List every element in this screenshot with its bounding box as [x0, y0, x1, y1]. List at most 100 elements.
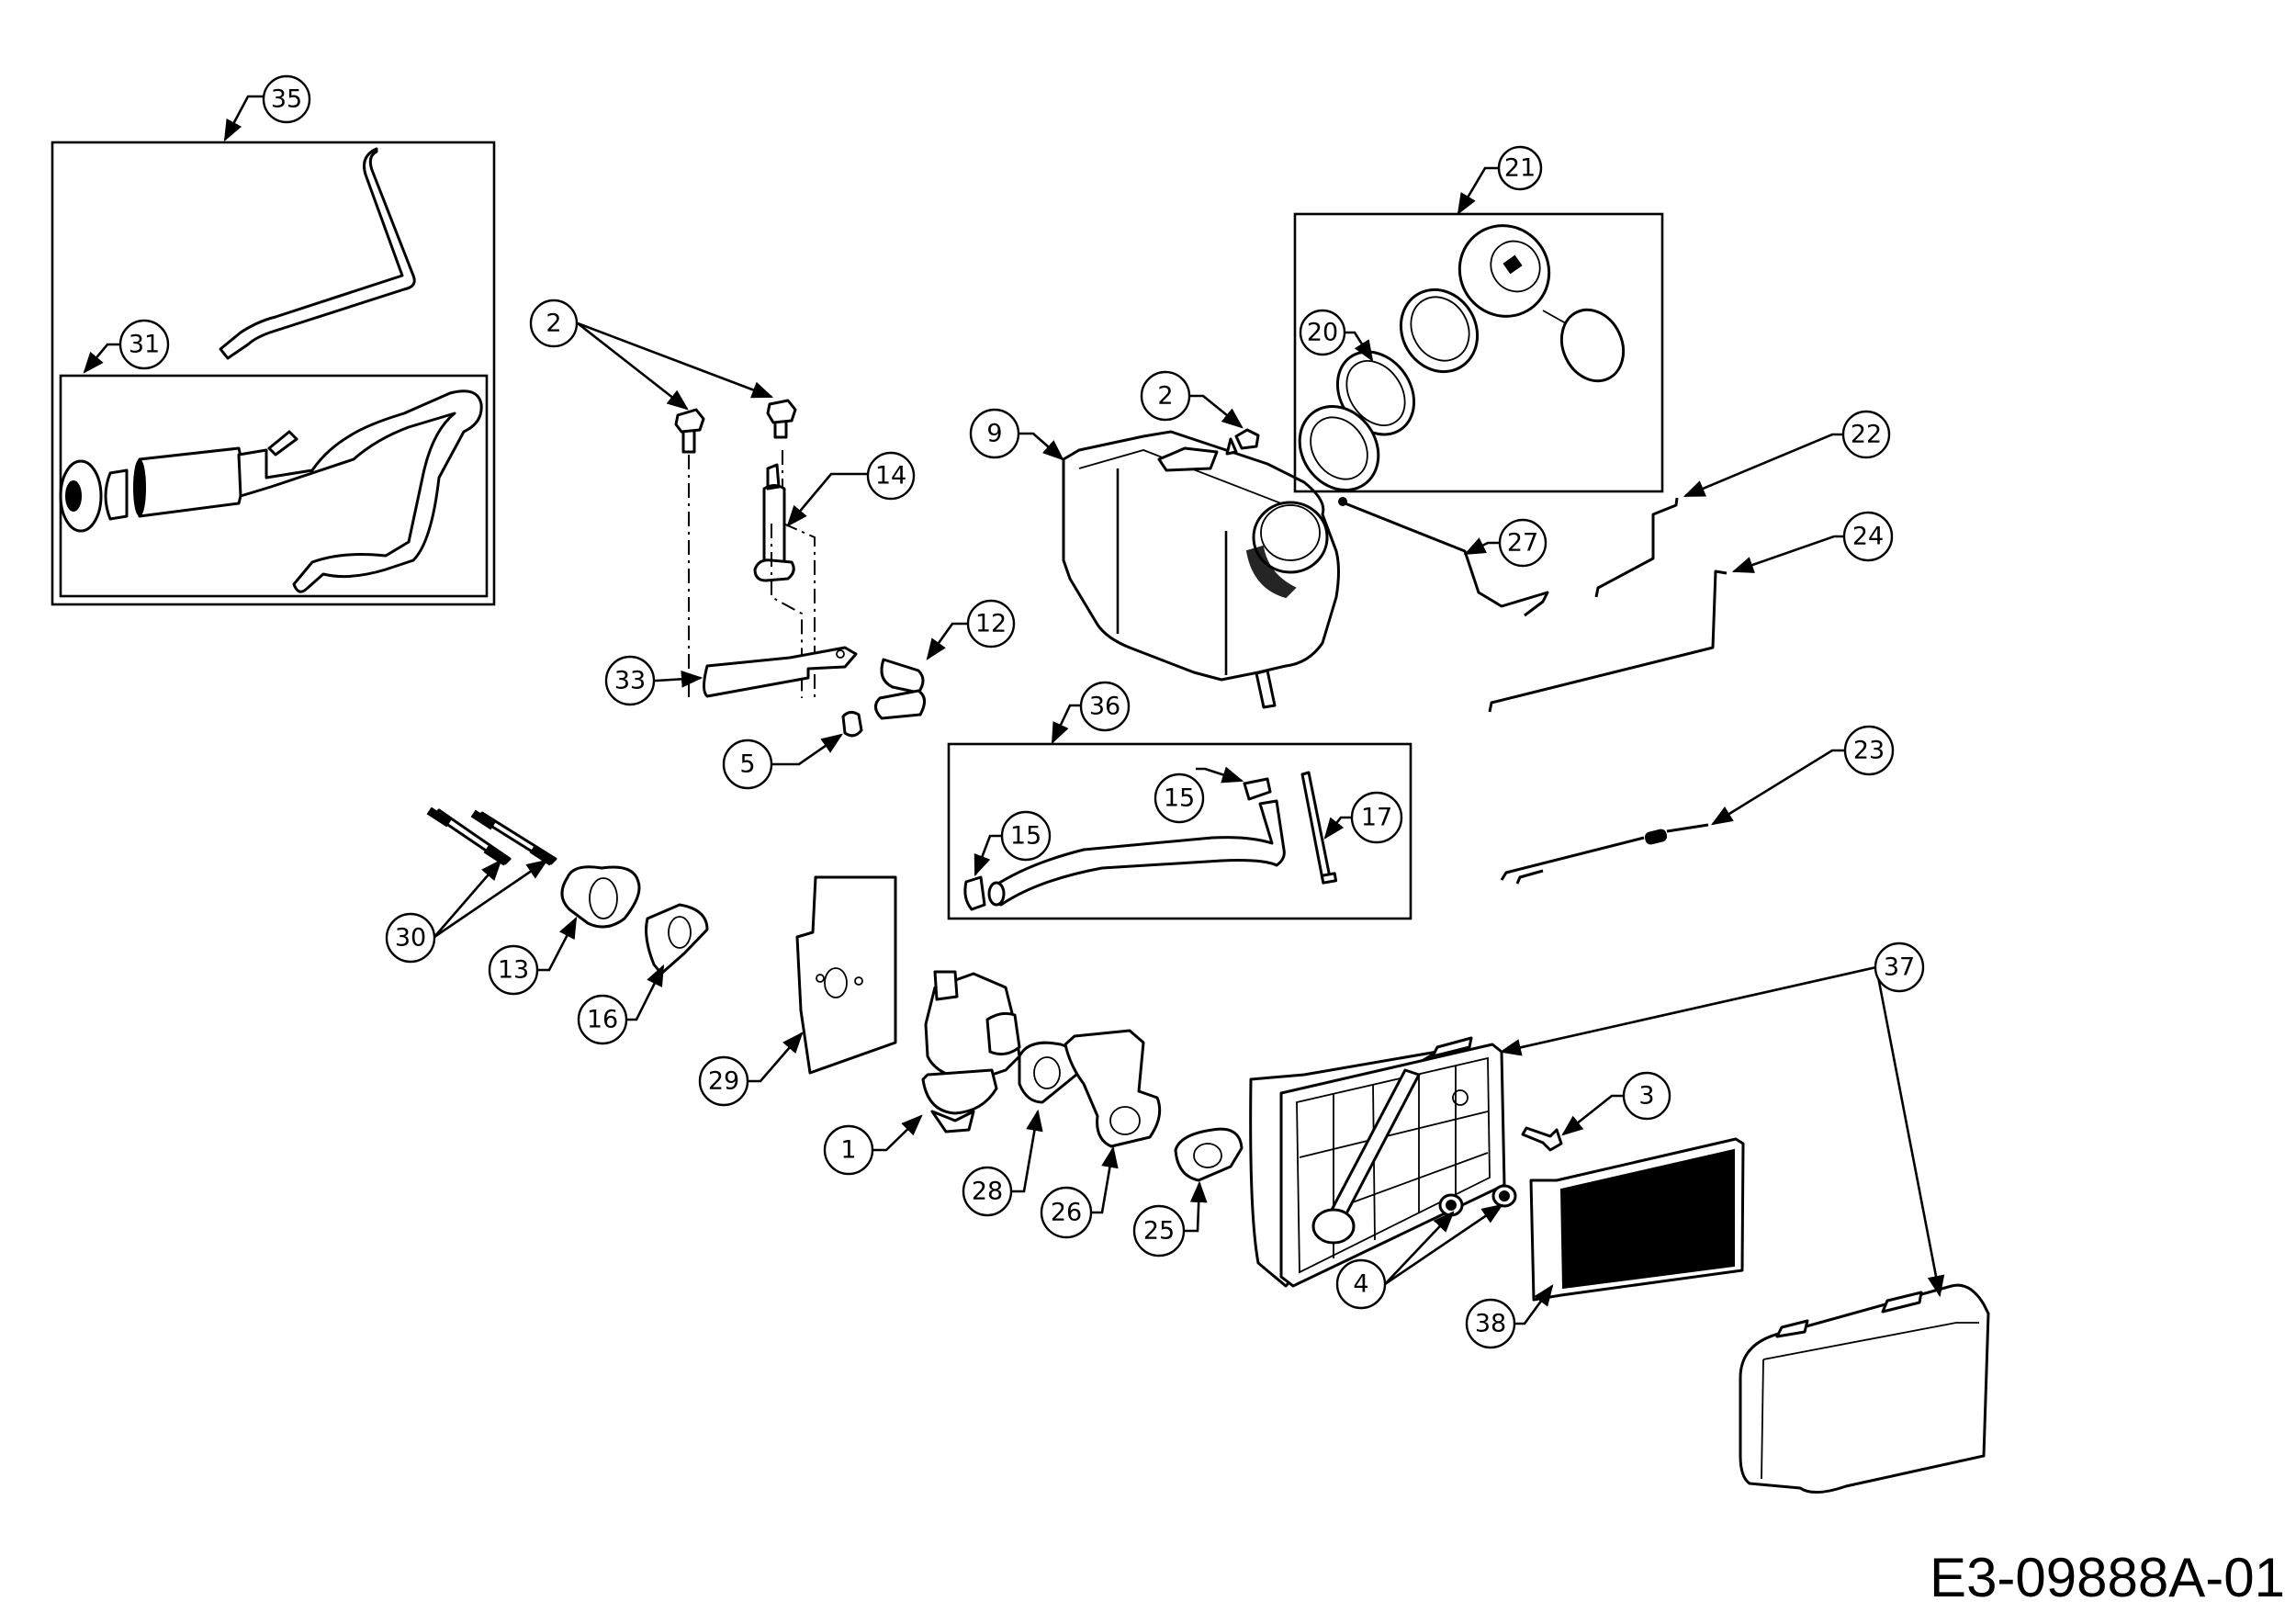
callout-26-label: 26 [1051, 1199, 1082, 1227]
callout-22-label: 22 [1851, 421, 1882, 449]
cap-tether [1559, 308, 1626, 383]
callout-24-label: 24 [1852, 523, 1884, 551]
callout-29-label: 29 [708, 1067, 739, 1096]
callout-3-label: 3 [1638, 1082, 1654, 1111]
callout-24[interactable]: 24 [1731, 511, 1894, 573]
pin-base [753, 558, 795, 582]
callout-1[interactable]: 1 [823, 1114, 923, 1176]
callout-36-label: 36 [1089, 693, 1120, 721]
callout-5[interactable]: 5 [722, 733, 843, 790]
callout-5-label: 5 [739, 750, 755, 779]
callout-35[interactable]: 35 [223, 74, 311, 142]
fuel-tank [1062, 428, 1340, 709]
bolt-3 [1521, 1126, 1563, 1152]
callout-35-label: 35 [271, 85, 302, 114]
callout-27-label: 27 [1507, 529, 1538, 558]
air-filter-cover [1739, 1283, 1990, 1494]
callout-12-label: 12 [975, 610, 1007, 638]
air-filter-assembly [1249, 1036, 1990, 1494]
hose-12 [841, 658, 926, 738]
kit-21-fuel-cap [1293, 212, 1664, 493]
callout-15a-label: 15 [1010, 822, 1041, 851]
callout-12[interactable]: 12 [926, 599, 1016, 660]
callout-14-label: 14 [875, 462, 906, 491]
callout-33-label: 33 [614, 667, 646, 695]
spacer-16 [645, 903, 709, 976]
callout-2-tank[interactable]: 2 [1140, 370, 1244, 429]
barb-fitting [267, 430, 298, 457]
callout-38[interactable]: 38 [1465, 1284, 1554, 1349]
bolt-left [674, 408, 705, 454]
callout-16-label: 16 [587, 1006, 618, 1034]
callout-27[interactable]: 27 [1463, 518, 1548, 568]
callout-2-left[interactable]: 2 [529, 299, 774, 411]
callout-23-label: 23 [1853, 737, 1885, 765]
callout-3[interactable]: 3 [1561, 1071, 1671, 1136]
rod-22 [1594, 497, 1679, 598]
callout-25[interactable]: 25 [1132, 1180, 1208, 1257]
callout-36[interactable]: 36 [1051, 681, 1131, 745]
carb-bowl [921, 1068, 998, 1115]
callout-2b-label: 2 [1157, 382, 1173, 411]
callout-14[interactable]: 14 [786, 451, 916, 527]
callout-15-right[interactable]: 15 [1154, 766, 1244, 824]
callout-13-label: 13 [498, 956, 529, 985]
carburetor-assembly [921, 970, 1244, 1182]
callout-20[interactable]: 20 [1299, 309, 1374, 362]
callout-33[interactable]: 33 [604, 655, 703, 706]
air-filter-element [1559, 1148, 1735, 1290]
callout-2a-label: 2 [546, 310, 561, 338]
fuel-line-long [237, 389, 483, 593]
callout-38-label: 38 [1475, 1310, 1506, 1338]
callout-31-label: 31 [129, 331, 160, 359]
cap-retainer [1399, 288, 1480, 374]
callout-37[interactable]: 37 [1499, 942, 1945, 1298]
callout-31[interactable]: 31 [83, 319, 170, 374]
carb-choke [933, 970, 959, 1001]
callout-4[interactable]: 4 [1335, 1203, 1503, 1310]
bolt-2-tank [1225, 428, 1260, 456]
bolt-right [766, 399, 797, 439]
callout-23[interactable]: 23 [1711, 725, 1895, 826]
clamp-15-right [1243, 777, 1272, 801]
clamp-5 [841, 710, 863, 738]
callout-15-left[interactable]: 15 [974, 810, 1052, 877]
callout-28-label: 28 [972, 1178, 1003, 1206]
callout-20-label: 20 [1307, 319, 1338, 347]
callout-28[interactable]: 28 [962, 1109, 1043, 1217]
callout-29[interactable]: 29 [698, 1032, 804, 1107]
filter-ring [104, 468, 129, 521]
tab [1431, 1036, 1473, 1058]
carb-mounting [426, 806, 897, 1075]
fuel-hose [219, 147, 416, 360]
callout-37-label: 37 [1884, 953, 1915, 982]
callout-9[interactable]: 9 [969, 408, 1064, 461]
fuel-hose-36 [991, 799, 1286, 907]
tank-body [1062, 430, 1340, 682]
callout-30[interactable]: 30 [385, 859, 548, 964]
callout-15b-label: 15 [1164, 784, 1195, 813]
callout-17[interactable]: 17 [1323, 791, 1403, 844]
bracket-33 [703, 646, 858, 698]
carb-drain [930, 1110, 975, 1133]
fuel-cap [1458, 224, 1551, 318]
kit-36-frame [947, 742, 1412, 920]
callout-13[interactable]: 13 [488, 916, 578, 996]
callout-22[interactable]: 22 [1683, 410, 1891, 498]
callout-16[interactable]: 16 [577, 964, 665, 1045]
linkage-rods [1338, 497, 1728, 885]
gasket-13 [560, 865, 641, 929]
hose-12-upper [880, 658, 925, 694]
gasket-25 [1174, 1127, 1244, 1182]
clamp-15-left [963, 875, 986, 911]
callout-21[interactable]: 21 [1457, 145, 1543, 216]
plate-29 [795, 875, 897, 1075]
tank-outlet [1255, 669, 1277, 709]
callout-30-label: 30 [395, 924, 426, 953]
drawing-reference-code: E3-09888A-01 [1930, 1547, 2285, 1608]
kit-21-frame [1293, 212, 1664, 493]
callout-26[interactable]: 26 [1040, 1145, 1119, 1239]
callout-17-label: 17 [1361, 804, 1392, 832]
kit-35-frame [51, 141, 496, 606]
callout-9-label: 9 [986, 420, 1002, 448]
